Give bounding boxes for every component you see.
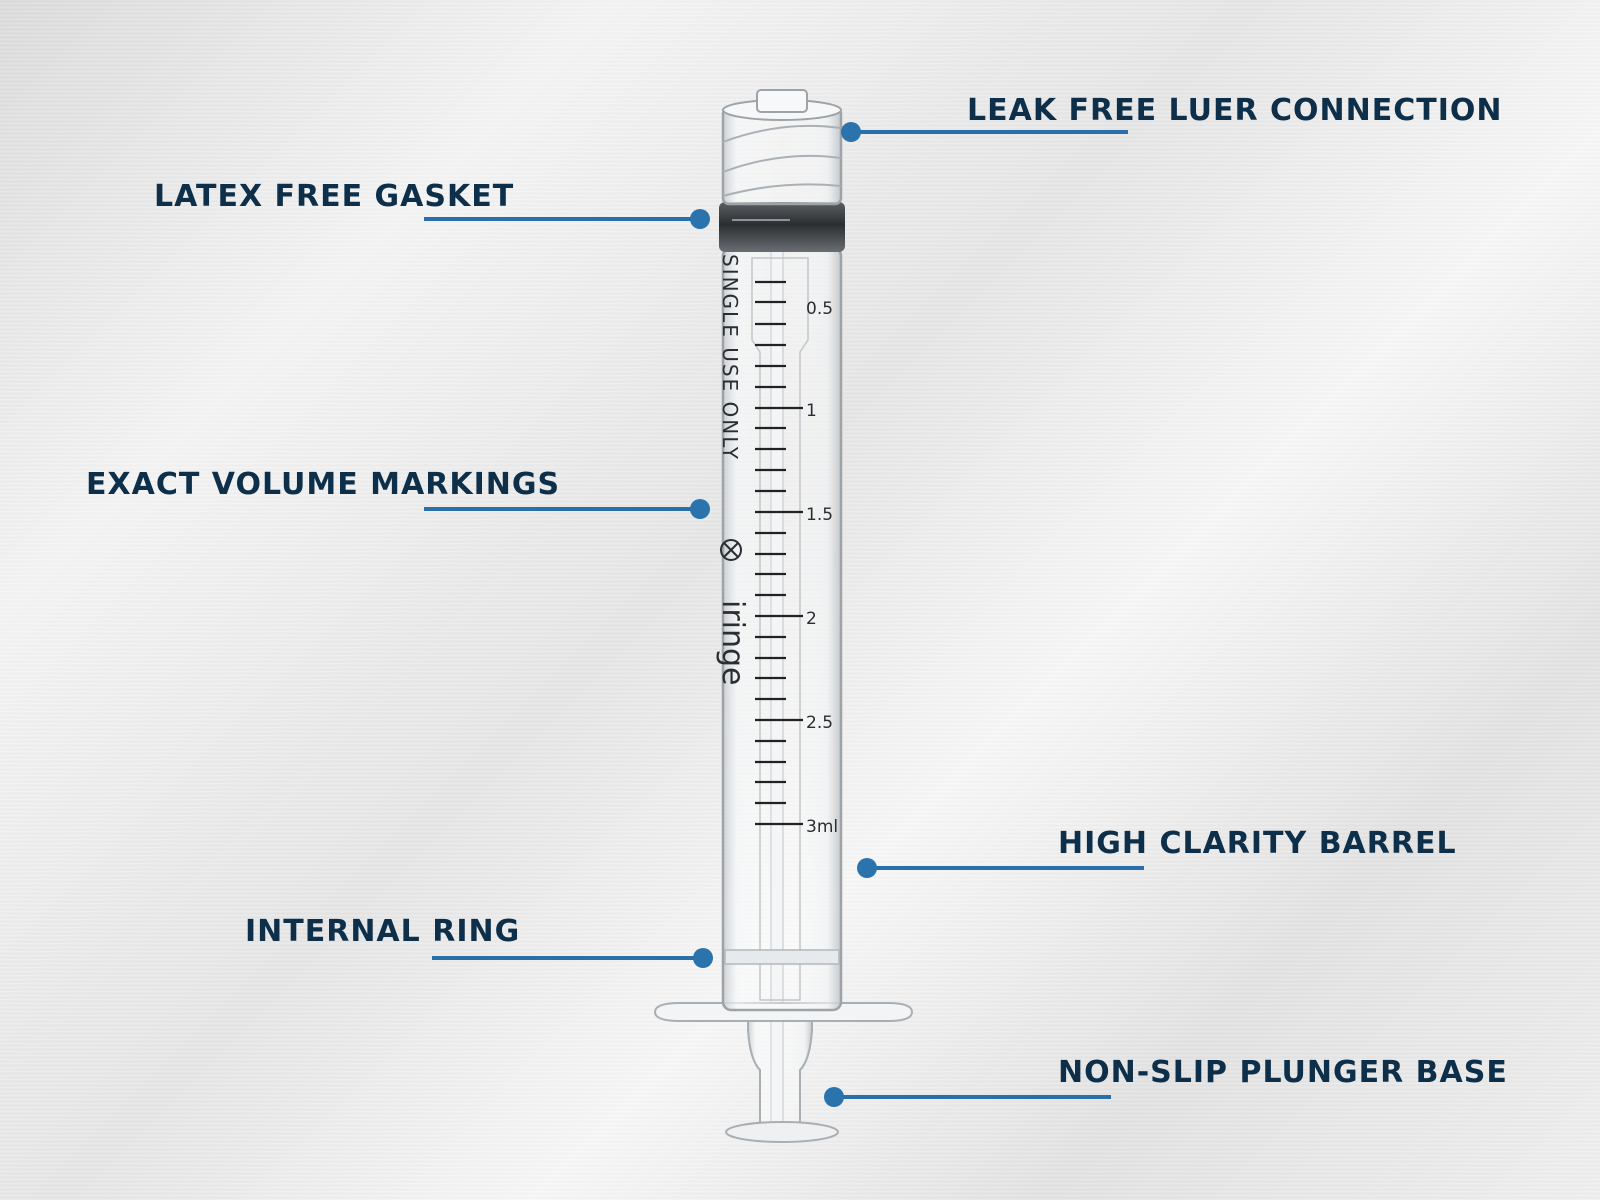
callout-markings-label: EXACT VOLUME MARKINGS xyxy=(86,467,561,502)
callout-gasket-leader xyxy=(424,209,710,229)
callout-barrel-leader xyxy=(857,858,1144,878)
callout-barrel-label: HIGH CLARITY BARREL xyxy=(1058,826,1457,861)
plunger-base xyxy=(725,1121,839,1143)
graduation-scale xyxy=(755,280,803,826)
brand-text: iringe xyxy=(715,600,750,686)
scale-label-3ml: 3ml xyxy=(806,817,838,837)
scale-label-2-5: 2.5 xyxy=(806,713,833,733)
scale-label-0-5: 0.5 xyxy=(806,299,833,319)
callout-plunger-leader xyxy=(824,1087,1111,1107)
single-use-text: SINGLE USE ONLY xyxy=(718,254,742,461)
finger-flange xyxy=(653,1002,914,1022)
callout-ring-label: INTERNAL RING xyxy=(245,914,521,949)
rubber-gasket xyxy=(719,202,845,252)
callout-luer-leader xyxy=(841,122,1128,142)
internal-ring xyxy=(724,949,840,965)
luer-lock-tip xyxy=(721,89,843,206)
inner-chamber xyxy=(751,257,809,1001)
scale-label-1: 1 xyxy=(806,401,817,421)
scale-label-2: 2 xyxy=(806,609,817,629)
callout-luer-label: LEAK FREE LUER CONNECTION xyxy=(967,93,1503,128)
no-reuse-icon xyxy=(720,539,742,561)
callout-plunger-label: NON-SLIP PLUNGER BASE xyxy=(1058,1055,1508,1090)
callout-markings-leader xyxy=(424,499,710,519)
callout-ring-leader xyxy=(432,948,713,968)
callout-gasket-label: LATEX FREE GASKET xyxy=(154,179,515,214)
scale-label-1-5: 1.5 xyxy=(806,505,833,525)
